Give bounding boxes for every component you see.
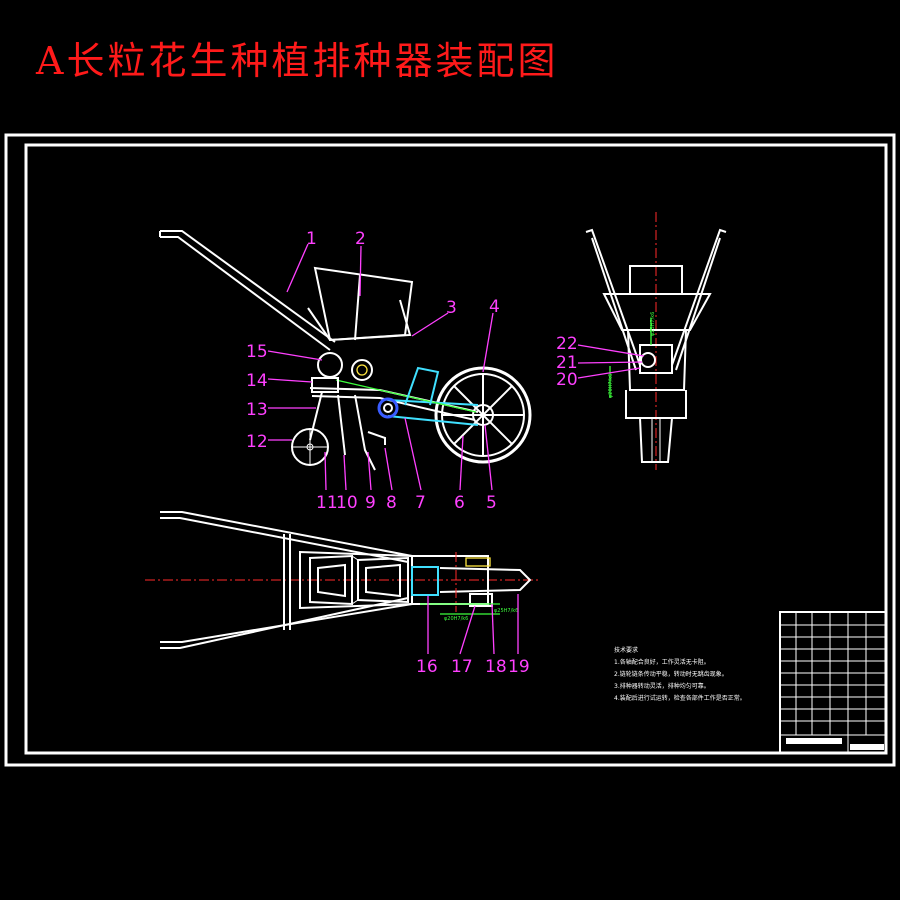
note-4: 4.装配后进行试运转，检查各部件工作是否正常。 bbox=[614, 694, 746, 702]
handle-lower bbox=[160, 236, 331, 351]
title-block bbox=[779, 611, 887, 754]
technical-notes: 技术要求 1.各轴配合良好，工作灵活无卡阻。 2.链轮链条传动平稳，转动时无跳齿… bbox=[614, 646, 746, 702]
balloon-22: 22 bbox=[556, 334, 578, 354]
plan-axle bbox=[439, 567, 532, 593]
balloon-20: 20 bbox=[556, 370, 578, 390]
side-view-balloons: 1 2 3 4 5 6 7 8 9 10 11 12 13 14 15 bbox=[246, 229, 500, 513]
balloon-12: 12 bbox=[246, 432, 268, 452]
front-shank bbox=[309, 391, 323, 441]
outer-frame bbox=[4, 133, 896, 767]
end-view-balloons: 22 21 20 bbox=[556, 334, 645, 390]
balloon-5: 5 bbox=[486, 493, 497, 513]
chain-guard bbox=[404, 366, 440, 406]
balloon-11: 11 bbox=[316, 493, 338, 513]
metering-disc-left bbox=[317, 352, 343, 378]
note-3: 3.排种器转动灵活，排种均匀可靠。 bbox=[614, 682, 710, 690]
end-view: φ25H7/k6 φ20H7/k6 bbox=[585, 212, 727, 470]
plan-view: φ20H7/k6 φ25H7/k6 bbox=[145, 511, 540, 649]
plan-handle-right bbox=[160, 603, 413, 643]
balloon-10: 10 bbox=[336, 493, 358, 513]
balloon-21: 21 bbox=[556, 353, 578, 373]
end-shaft bbox=[640, 352, 656, 368]
metering-disc-right bbox=[351, 359, 373, 381]
seed-hopper bbox=[313, 266, 414, 342]
balloon-8: 8 bbox=[386, 493, 397, 513]
drive-wheel bbox=[434, 366, 532, 464]
end-handle-right bbox=[671, 228, 727, 366]
side-view bbox=[159, 230, 532, 471]
notes-heading: 技术要求 bbox=[614, 646, 638, 654]
svg-text:φ25H7/k6: φ25H7/k6 bbox=[650, 312, 656, 336]
svg-text:φ25H7/k6: φ25H7/k6 bbox=[494, 608, 518, 614]
balloon-7: 7 bbox=[415, 493, 426, 513]
plan-wheel-hub bbox=[469, 593, 493, 607]
plan-chain-guard bbox=[411, 566, 439, 596]
end-opener bbox=[639, 417, 673, 463]
inner-frame bbox=[24, 143, 888, 755]
title-block-frame bbox=[779, 611, 887, 754]
balloon-1: 1 bbox=[306, 229, 317, 249]
balloon-13: 13 bbox=[246, 400, 268, 420]
plan-sprocket bbox=[465, 557, 491, 567]
end-metering-box bbox=[639, 344, 673, 374]
chain-lower bbox=[387, 415, 479, 426]
balloon-3: 3 bbox=[446, 298, 457, 318]
drive-sprocket bbox=[377, 397, 399, 419]
drawing-title: A长粒花生种植排种器装配图 bbox=[36, 39, 559, 83]
furrow-opener bbox=[354, 394, 376, 471]
balloon-18: 18 bbox=[485, 657, 507, 677]
svg-text:φ20H7/k6: φ20H7/k6 bbox=[444, 616, 468, 622]
end-handle-left bbox=[585, 228, 641, 366]
balloon-6: 6 bbox=[454, 493, 465, 513]
balloon-4: 4 bbox=[489, 297, 500, 317]
balloon-2: 2 bbox=[355, 229, 366, 249]
balloon-9: 9 bbox=[365, 493, 376, 513]
balloon-19: 19 bbox=[508, 657, 530, 677]
svg-text:φ20H7/k6: φ20H7/k6 bbox=[608, 374, 614, 398]
plan-hopper-2 bbox=[357, 556, 409, 604]
balloon-15: 15 bbox=[246, 342, 268, 362]
end-hopper bbox=[602, 293, 712, 331]
balloon-16: 16 bbox=[416, 657, 438, 677]
note-1: 1.各轴配合良好，工作灵活无卡阻。 bbox=[614, 658, 710, 666]
bearing-block bbox=[311, 377, 339, 393]
plan-view-balloons: 16 17 18 19 bbox=[416, 594, 530, 677]
note-2: 2.链轮链条传动平稳，转动时无跳齿现象。 bbox=[614, 670, 728, 678]
plan-handle-left bbox=[160, 511, 413, 557]
handle-upper bbox=[160, 230, 336, 343]
balloon-14: 14 bbox=[246, 371, 268, 391]
balloon-17: 17 bbox=[451, 657, 473, 677]
